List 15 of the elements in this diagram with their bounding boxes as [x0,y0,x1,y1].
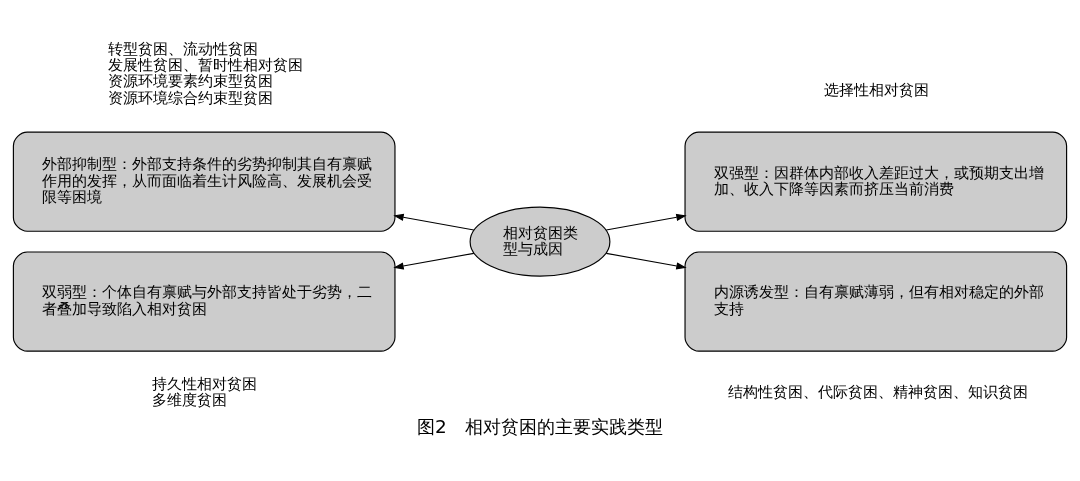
node-box: 外部抑制型：外部支持条件的劣势抑制其自有禀赋作用的发挥，从而面临着生计风险高、发展机会受限等困境 [12,131,396,232]
node-box: 双强型：因群体内部收入差距过大，或预期支出增加、收入下降等因素而挤压当前消费 [684,131,1068,232]
node-label: 选择性相对贫困 [823,80,929,99]
arrow [605,213,687,231]
node-ellipse: 相对贫困类型与成因 [469,206,611,277]
node-label: 资源环境要素约束型贫困 [108,72,274,91]
arrow [393,252,475,270]
node-label: 转型贫困、流动性贫困 [108,40,259,59]
node-box: 双弱型：个体自有禀赋与外部支持皆处于劣势，二者叠加导致陷入相对贫困 [12,251,396,352]
node-box: 内源诱发型：自有禀赋薄弱，但有相对稳定的外部支持 [684,251,1068,352]
caption: 图2 相对贫困的主要实践类型 [417,415,663,437]
arrow [393,213,475,231]
node-label: 结构性贫困、代际贫困、精神贫困、知识贫困 [728,382,1029,401]
arrow [605,252,687,270]
node-label: 资源环境综合约束型贫困 [108,88,274,107]
